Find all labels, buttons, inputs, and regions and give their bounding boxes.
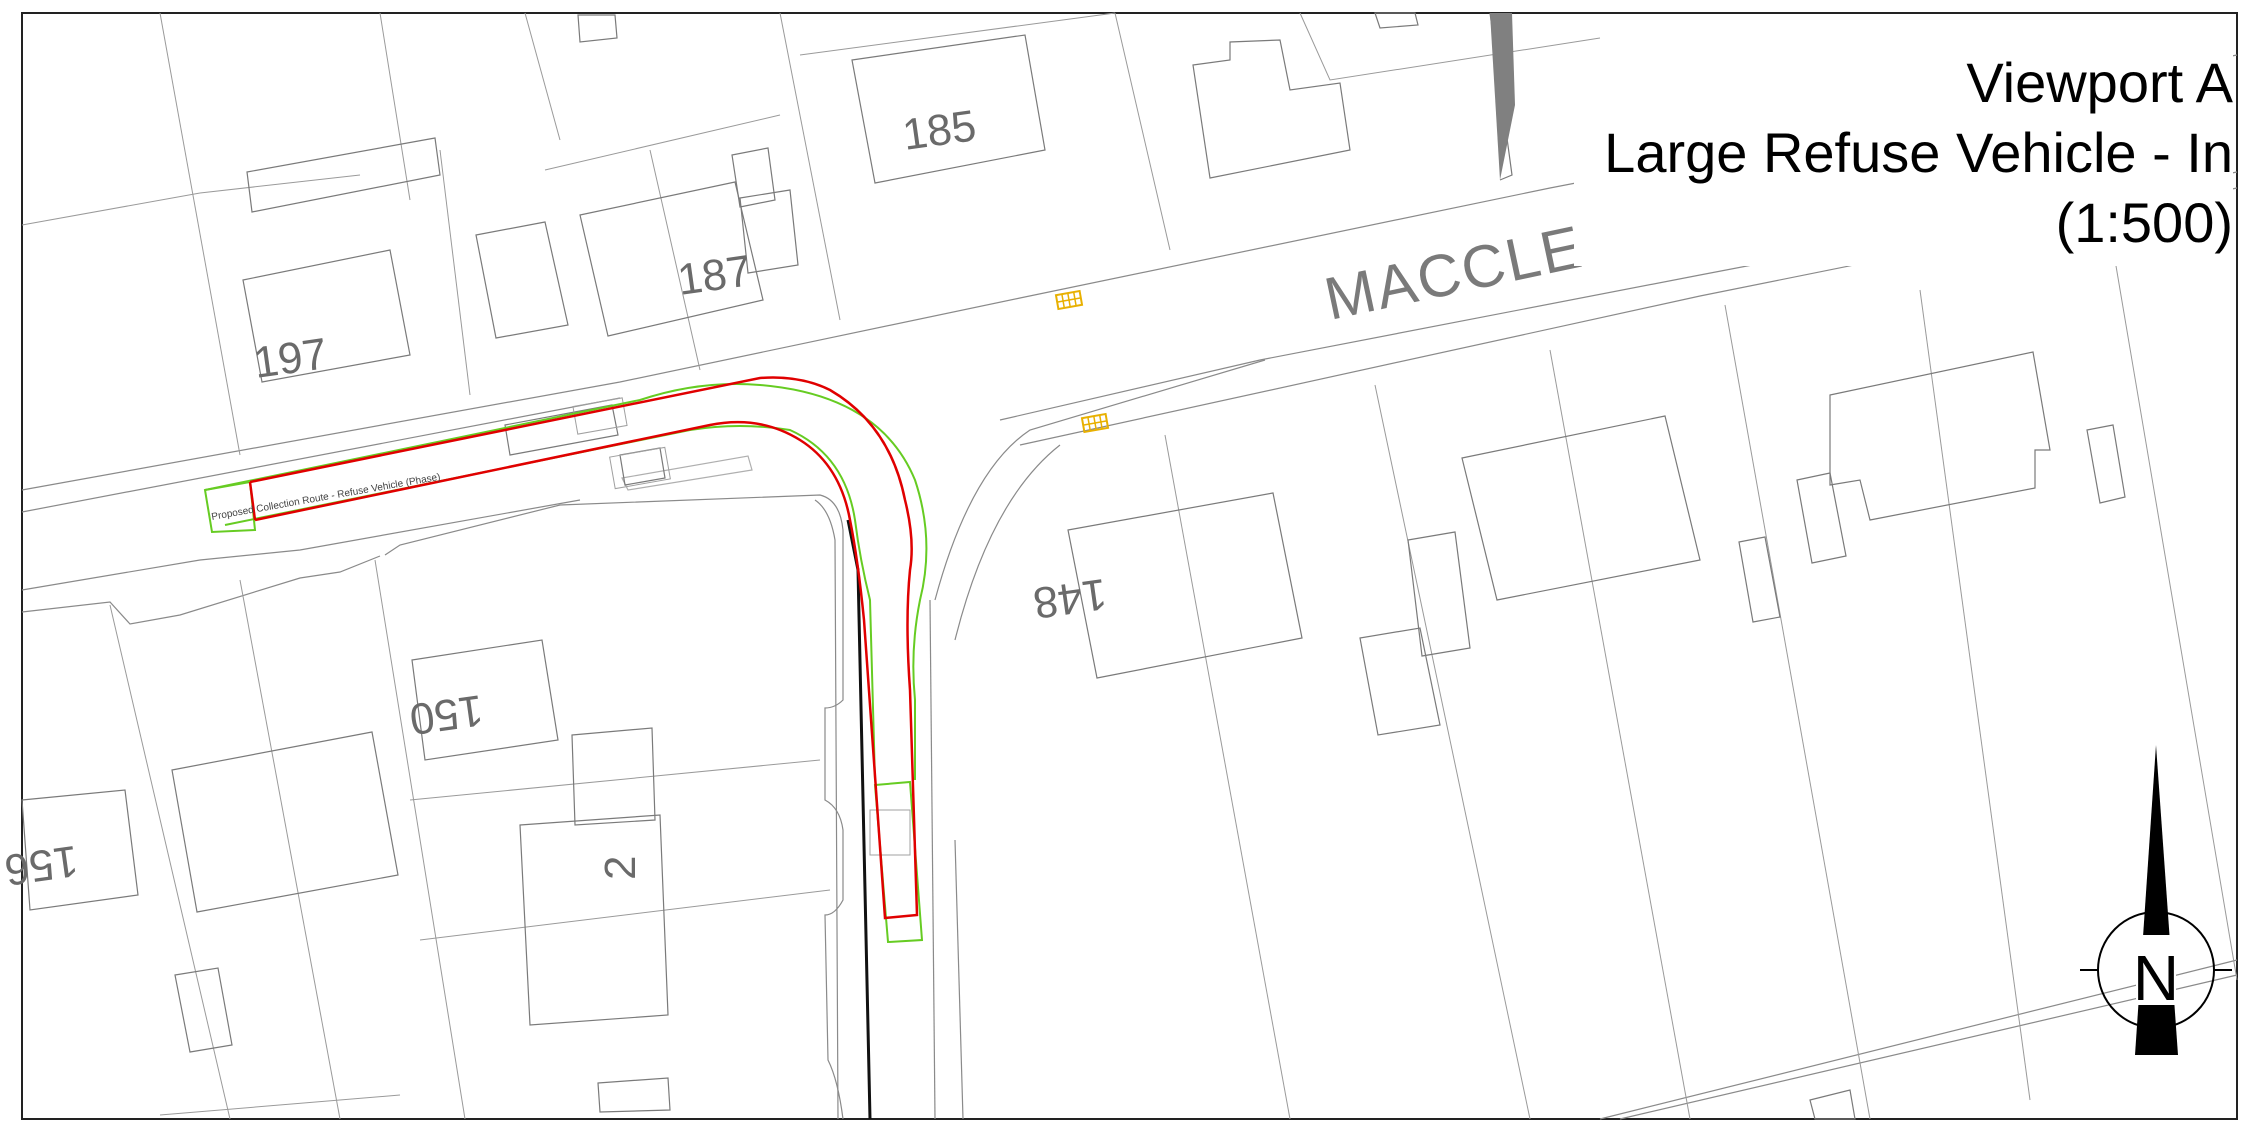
map-frame	[21, 12, 2238, 1120]
north-label: N	[2133, 942, 2179, 1014]
viewport-subtitle: Large Refuse Vehicle - In	[1604, 121, 2233, 184]
viewport-scale: (1:500)	[2055, 191, 2233, 254]
viewport-title: Viewport A	[1966, 51, 2233, 114]
parked-vehicles	[572, 397, 911, 856]
house-number-148: 148	[1030, 569, 1110, 628]
house-number-2: 2	[596, 856, 645, 880]
viewport-title-block: Viewport A Large Refuse Vehicle - In (1:…	[1574, 44, 2233, 266]
buildings	[21, 12, 2126, 1120]
swept-path-envelope	[203, 383, 928, 944]
property-boundaries	[21, 12, 2238, 1120]
vehicle-label: Proposed Collection Route - Refuse Vehic…	[211, 472, 442, 523]
house-number-187: 187	[675, 246, 755, 305]
refuse-vehicle-path	[248, 376, 919, 920]
house-number-150: 150	[407, 685, 487, 744]
house-number-156: 156	[2, 836, 82, 895]
bin-store-markers	[1054, 289, 1110, 434]
house-number-197: 197	[251, 329, 331, 388]
house-number-185: 185	[900, 101, 980, 160]
north-arrow: N	[2080, 745, 2232, 1055]
